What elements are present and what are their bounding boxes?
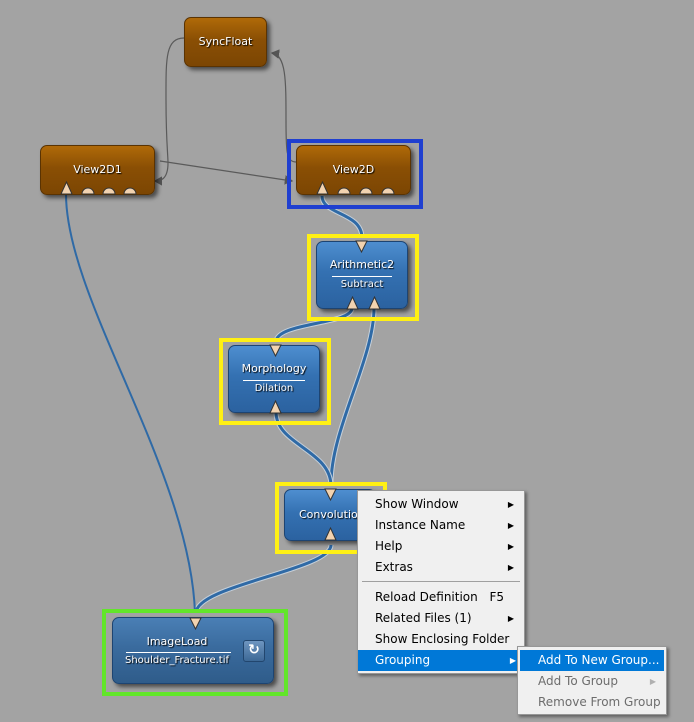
context-menu: Show Window ▶ Instance Name ▶ Help ▶ Extras… <box>357 490 525 674</box>
title-divider <box>332 276 392 277</box>
menu-item-extras[interactable]: Extras ▶ <box>360 557 522 578</box>
input-port-triangle[interactable] <box>324 527 337 541</box>
input-port-half-circle[interactable] <box>102 185 116 195</box>
menu-item-show-window[interactable]: Show Window ▶ <box>360 494 522 515</box>
node-title: View2D <box>332 163 375 176</box>
menu-item-instance-name[interactable]: Instance Name ▶ <box>360 515 522 536</box>
menu-item-reload-definition[interactable]: Reload Definition F5 <box>360 587 522 608</box>
edge-view2d1-to-view2d <box>159 160 294 185</box>
menu-item-label: Related Files (1) <box>375 611 472 625</box>
input-port-half-circle[interactable] <box>381 185 395 195</box>
input-port-triangle[interactable] <box>60 181 73 195</box>
menu-item-label: Add To Group <box>538 674 619 688</box>
edge-syncfloat-to-view2d1 <box>153 37 185 186</box>
node-syncfloat[interactable]: SyncFloat <box>184 17 267 67</box>
node-subtitle: Dilation <box>254 383 294 394</box>
menu-item-label: Grouping <box>375 653 431 667</box>
node-title: Morphology <box>241 362 307 375</box>
node-title: Convolution <box>299 508 365 521</box>
menu-item-add-to-group: Add To Group ▶ <box>520 671 664 692</box>
input-port-triangle[interactable] <box>269 400 282 414</box>
input-port-half-circle[interactable] <box>123 185 137 195</box>
input-port-half-circle[interactable] <box>359 185 373 195</box>
input-port-triangle[interactable] <box>346 296 359 310</box>
output-port-triangle[interactable] <box>269 344 282 357</box>
node-view2d1[interactable]: View2D1 <box>40 145 155 195</box>
output-port-triangle[interactable] <box>189 617 202 630</box>
grouping-submenu: Add To New Group... Add To Group ▶ Remove… <box>517 646 667 715</box>
input-port-triangle[interactable] <box>368 296 381 310</box>
input-port-triangle[interactable] <box>316 181 329 195</box>
menu-item-show-enclosing-folder[interactable]: Show Enclosing Folder <box>360 629 522 650</box>
node-title: View2D1 <box>73 163 122 176</box>
node-subtitle: Shoulder_Fracture.tif <box>125 655 229 666</box>
menu-item-label: Instance Name <box>375 518 466 532</box>
menu-item-label: Show Window <box>375 497 459 511</box>
menu-separator <box>362 581 520 582</box>
menu-item-label: Extras <box>375 560 413 574</box>
title-divider <box>126 652 231 653</box>
input-port-half-circle[interactable] <box>81 185 95 195</box>
node-title: Arithmetic2 <box>329 258 395 271</box>
menu-item-label: Reload Definition <box>375 590 478 604</box>
node-arithmetic2[interactable]: Arithmetic2 Subtract <box>316 241 408 309</box>
submenu-arrow-icon: ▶ <box>507 521 514 530</box>
menu-item-label: Show Enclosing Folder <box>375 632 510 646</box>
edge-view2d1-imageload <box>65 193 196 614</box>
selection-frame-arithmetic2 <box>307 234 419 321</box>
menu-item-label: Help <box>375 539 403 553</box>
menu-item-label: Add To New Group... <box>538 653 660 667</box>
selection-frame-morphology <box>219 338 331 425</box>
input-port-half-circle[interactable] <box>337 185 351 195</box>
node-view2d[interactable]: View2D <box>296 145 411 195</box>
menu-item-shortcut: F5 <box>489 590 504 604</box>
node-title: SyncFloat <box>198 35 253 48</box>
menu-item-grouping[interactable]: Grouping ▶ <box>358 650 524 671</box>
menu-item-related-files[interactable]: Related Files (1) ▶ <box>360 608 522 629</box>
selection-frame-view2d <box>287 139 423 209</box>
submenu-arrow-icon: ▶ <box>509 656 516 665</box>
submenu-arrow-icon: ▶ <box>507 563 514 572</box>
menu-item-add-to-new-group[interactable]: Add To New Group... <box>520 650 664 671</box>
node-imageload[interactable]: ImageLoad Shoulder_Fracture.tif ↻ <box>112 617 274 684</box>
submenu-arrow-icon: ▶ <box>649 677 656 686</box>
node-morphology[interactable]: Morphology Dilation <box>228 345 320 413</box>
menu-item-help[interactable]: Help ▶ <box>360 536 522 557</box>
node-subtitle: Subtract <box>340 279 384 290</box>
menu-item-label: Remove From Group <box>538 695 661 709</box>
menu-item-remove-from-group: Remove From Group <box>520 692 664 713</box>
submenu-arrow-icon: ▶ <box>507 614 514 623</box>
node-title: ImageLoad <box>146 635 208 648</box>
refresh-icon[interactable]: ↻ <box>243 640 265 662</box>
output-port-triangle[interactable] <box>324 488 337 501</box>
title-divider <box>243 380 305 381</box>
output-port-triangle[interactable] <box>355 240 368 253</box>
selection-frame-imageload <box>102 609 288 696</box>
submenu-arrow-icon: ▶ <box>507 500 514 509</box>
submenu-arrow-icon: ▶ <box>507 542 514 551</box>
